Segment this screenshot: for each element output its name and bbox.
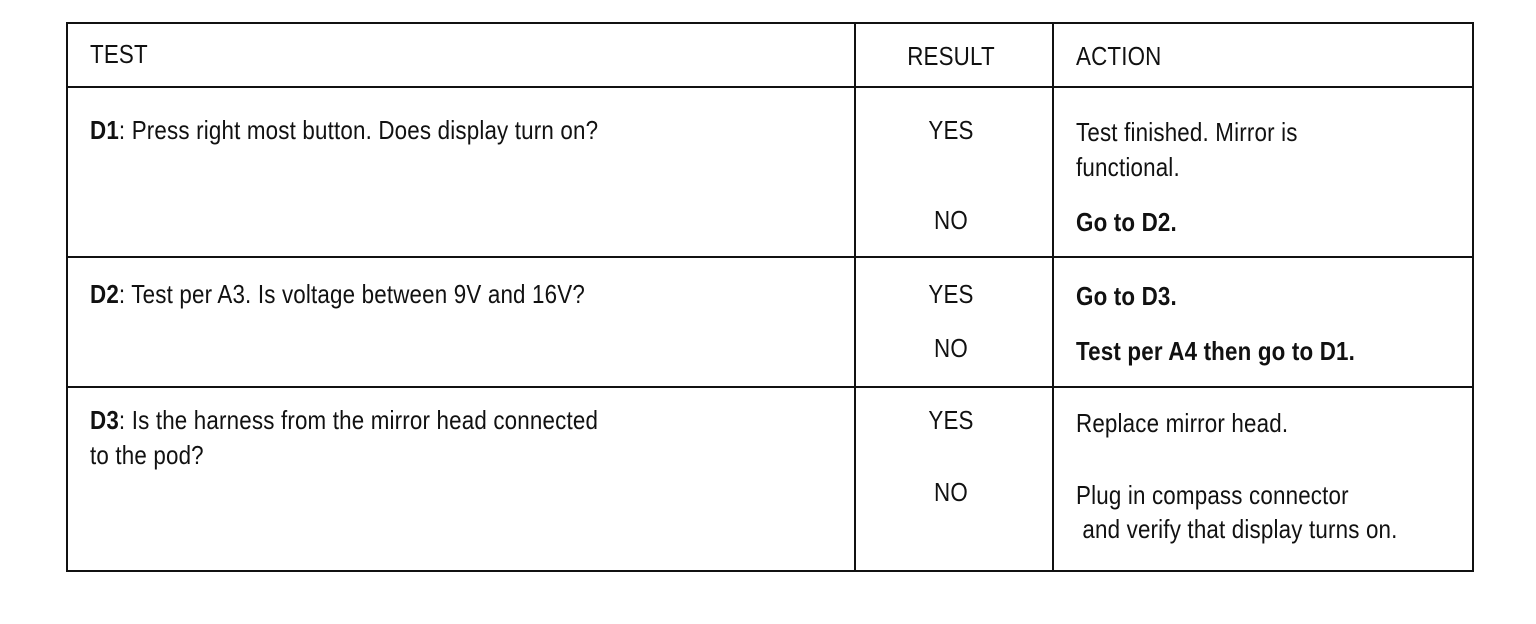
test-id: D3	[90, 405, 119, 435]
test-question: : Test per A3. Is voltage between 9V and…	[118, 279, 585, 309]
row-divider-d2	[68, 386, 1472, 388]
test-d1: D1: Press right most button. Does displa…	[90, 112, 598, 148]
header-action: ACTION	[1076, 41, 1162, 71]
action-d2-no: Test per A4 then go to D1.	[1076, 336, 1356, 366]
action-d1-yes-line1: Test finished. Mirror is	[1076, 117, 1298, 147]
header-divider	[68, 86, 1472, 88]
result-d3-no: NO	[934, 477, 968, 507]
action-d3-no-line1: Plug in compass connector	[1076, 480, 1349, 510]
result-d1-yes: YES	[928, 115, 974, 145]
test-id: D1	[90, 115, 119, 145]
test-d2: D2: Test per A3. Is voltage between 9V a…	[90, 276, 585, 312]
result-d2-yes: YES	[928, 279, 974, 309]
result-d3-yes: YES	[928, 405, 974, 435]
action-d2-yes: Go to D3.	[1076, 281, 1177, 311]
row-divider-d1	[68, 256, 1472, 258]
test-id: D2	[90, 279, 119, 309]
action-d1-yes-line2: functional.	[1076, 152, 1180, 182]
column-divider-action	[1052, 24, 1054, 570]
header-test: TEST	[90, 39, 148, 69]
result-d1-no: NO	[934, 205, 968, 235]
test-question: : Is the harness from the mirror head co…	[118, 405, 599, 435]
column-divider-result	[854, 24, 856, 570]
header-result: RESULT	[907, 41, 995, 71]
troubleshooting-table	[66, 22, 1474, 572]
result-d2-no: NO	[934, 333, 968, 363]
test-d3-line1: D3: Is the harness from the mirror head …	[90, 402, 598, 438]
action-d3-no-line2: and verify that display turns on.	[1076, 514, 1398, 544]
test-d3-line2: to the pod?	[90, 440, 204, 470]
action-d3-yes: Replace mirror head.	[1076, 408, 1289, 438]
test-question: : Press right most button. Does display …	[118, 115, 599, 145]
action-d1-no: Go to D2.	[1076, 207, 1177, 237]
